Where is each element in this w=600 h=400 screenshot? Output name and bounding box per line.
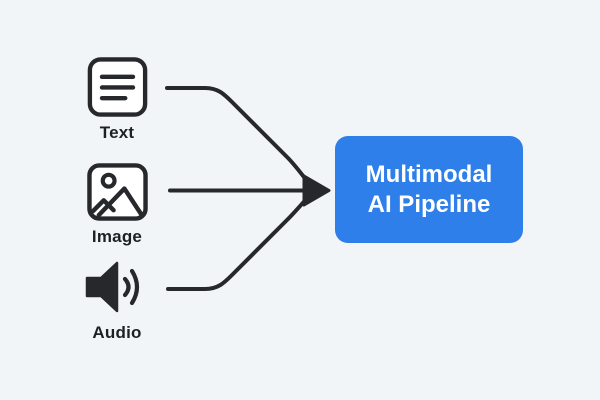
- pipeline-label-line1: Multimodal: [365, 161, 493, 189]
- edge-text-to-pipeline: [165, 86, 309, 183]
- speaker-audio-icon: [85, 261, 140, 313]
- arrowhead-icon: [302, 174, 331, 207]
- node-label-image: Image: [91, 227, 143, 246]
- pipeline-label-line2: AI Pipeline: [367, 190, 491, 218]
- node-image: Image: [55, 162, 179, 247]
- pipeline-box: Multimodal AI Pipeline: [335, 136, 523, 243]
- edge-audio-to-pipeline: [166, 195, 310, 291]
- node-label-text: Text: [99, 123, 135, 142]
- image-icon: [86, 163, 148, 221]
- node-label-audio: Audio: [92, 323, 142, 342]
- document-text-icon: [87, 57, 147, 117]
- node-audio: Audio: [55, 256, 179, 343]
- node-text: Text: [55, 56, 179, 143]
